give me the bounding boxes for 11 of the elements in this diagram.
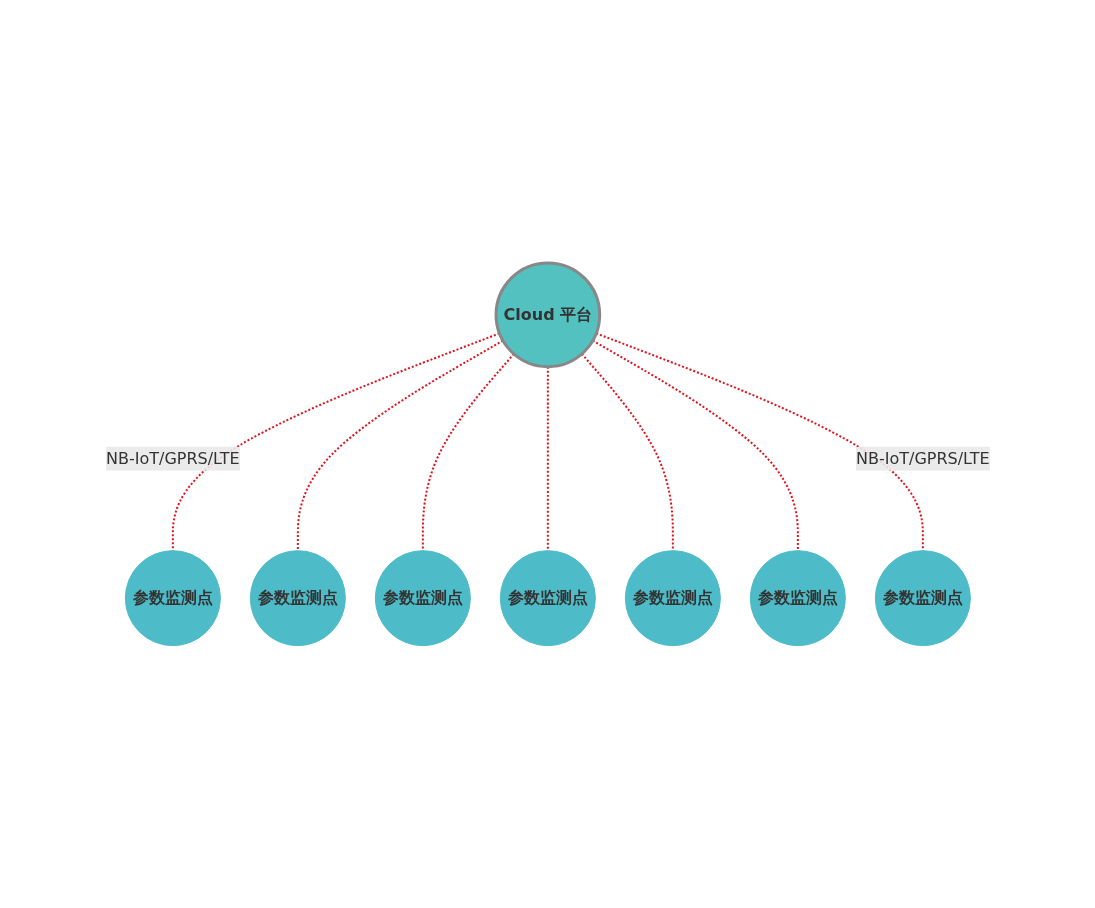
node-circle: Cloud 平台 (494, 261, 601, 368)
edge-label: NB-IoT/GPRS/LTE (855, 448, 990, 468)
node-circle: 参数监测点 (624, 549, 721, 646)
node-circle: 参数监测点 (874, 549, 971, 646)
connector (591, 339, 799, 552)
edge-label: NB-IoT/GPRS/LTE (105, 448, 240, 468)
node-circle: 参数监测点 (124, 549, 221, 646)
node-circle: 参数监测点 (374, 549, 471, 646)
node-circle: 参数监测点 (499, 549, 596, 646)
node-circle: 参数监测点 (749, 549, 846, 646)
node-circle: 参数监测点 (249, 549, 346, 646)
